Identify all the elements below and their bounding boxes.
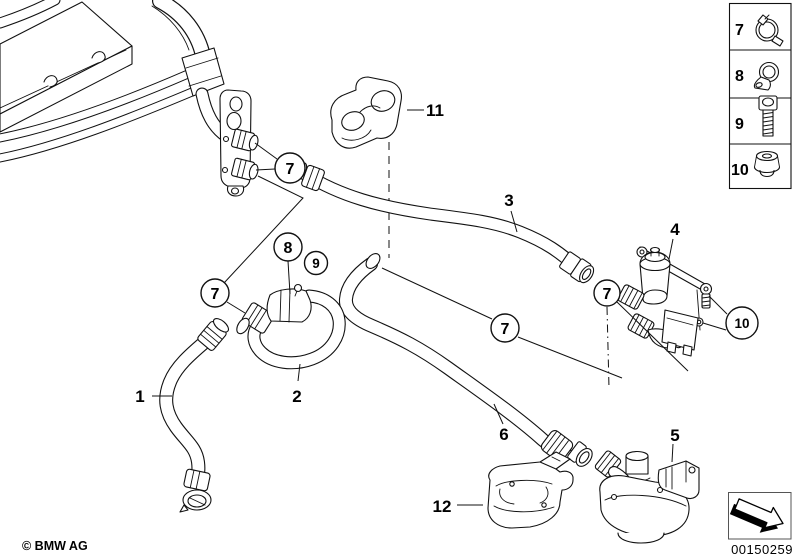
flange-port-upper	[230, 128, 259, 152]
callout-number[interactable]: 7	[603, 286, 612, 303]
legend-number-8[interactable]: 8	[735, 68, 744, 85]
legend-row-7[interactable]: 7	[735, 14, 784, 47]
callout-number[interactable]: 7	[286, 161, 295, 178]
pump-bracket	[657, 460, 700, 500]
legend-row-9[interactable]: 9	[735, 95, 778, 137]
hose-3	[296, 162, 595, 284]
copyright-text: © BMW AG	[22, 539, 88, 553]
part-label-5[interactable]: 5	[670, 426, 679, 445]
valve-inlet-upper	[617, 284, 645, 310]
socket-head-screw-icon	[758, 95, 778, 137]
callout-number[interactable]: 7	[211, 286, 220, 303]
callout-number[interactable]: 8	[284, 240, 293, 257]
part-label-2[interactable]: 2	[292, 387, 301, 406]
valve-mount-bolt	[701, 293, 711, 309]
legend-table: 7 8 9	[728, 2, 792, 190]
part-label-11[interactable]: 11	[426, 101, 444, 120]
part-label-12[interactable]: 12	[433, 497, 452, 516]
callout-7-hose2[interactable]: 7	[200, 278, 230, 308]
hose-1-top-fitting	[197, 317, 230, 351]
pipe-clip-icon	[753, 61, 780, 91]
direction-arrow-icon	[729, 498, 784, 533]
water-valve-4	[617, 246, 713, 357]
hose-6	[339, 253, 593, 467]
hose-2	[236, 283, 346, 370]
callout-10[interactable]: 10	[725, 306, 759, 340]
legend-row-8[interactable]: 8	[735, 61, 780, 91]
callout-8[interactable]: 8	[273, 232, 303, 262]
legend-number-7[interactable]: 7	[735, 22, 744, 39]
hose-2-clamp-pin	[293, 283, 303, 293]
image-number: 00150259	[731, 542, 793, 557]
hose-3-end-fitting	[559, 251, 595, 284]
grommet-icon	[753, 150, 781, 178]
hose-3-clamp	[301, 164, 325, 192]
heater-core	[0, 1, 133, 133]
callout-9[interactable]: 9	[303, 250, 329, 276]
part-label-4[interactable]: 4	[670, 220, 680, 239]
hose-1-connector	[183, 468, 211, 492]
callout-7-valve[interactable]: 7	[593, 279, 621, 307]
hose-6-open-end	[365, 253, 381, 269]
leader-lines	[152, 109, 728, 506]
part-label-3[interactable]: 3	[504, 191, 513, 210]
pipe-flange	[219, 89, 259, 197]
callout-number[interactable]: 9	[312, 256, 320, 271]
hose-6-end-fitting	[567, 441, 593, 467]
pump-holder-12	[487, 451, 574, 529]
callout-number[interactable]: 7	[501, 321, 510, 338]
flange-port-lower	[230, 157, 259, 181]
callout-7-flange[interactable]: 7	[274, 152, 306, 184]
holder-bracket-11	[330, 76, 402, 258]
legend-number-9[interactable]: 9	[735, 116, 744, 133]
callout-number[interactable]: 10	[734, 316, 749, 331]
legend-row-10[interactable]: 10	[731, 150, 781, 180]
callout-7-hose6[interactable]: 7	[490, 313, 520, 343]
part-label-1[interactable]: 1	[135, 387, 144, 406]
aux-water-pump-5	[594, 450, 700, 544]
direction-stamp: 00150259	[728, 492, 793, 557]
legend-number-10[interactable]: 10	[731, 162, 749, 179]
hose-1	[159, 317, 230, 513]
hose-clamp-icon	[755, 14, 784, 47]
part-label-6[interactable]: 6	[499, 425, 508, 444]
